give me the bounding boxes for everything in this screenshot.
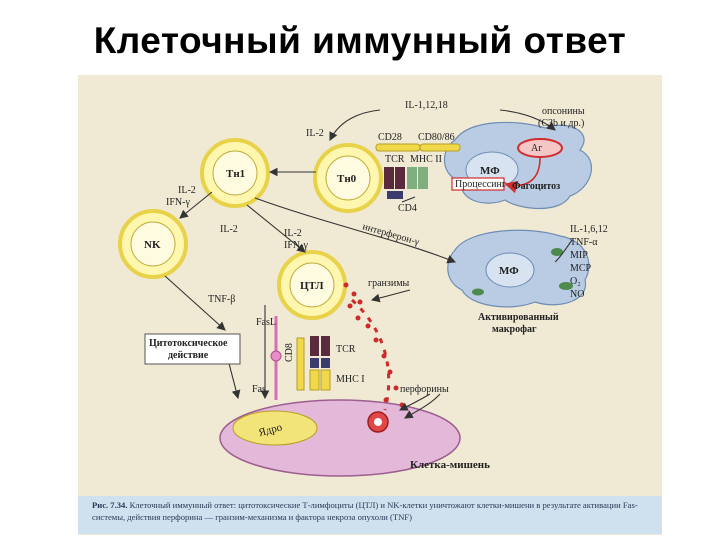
mhc-i-block [320, 369, 331, 391]
ctl-label: ЦТЛ [300, 280, 324, 292]
label-activated-macrophage-2: макрофаг [492, 324, 537, 335]
nk-label: NK [144, 239, 161, 251]
label-mhc-ii: MHC II [410, 154, 442, 165]
cd4-block [387, 191, 403, 199]
slide-title: Клеточный иммунный ответ [93, 20, 627, 61]
label-cytokines-3: MIP [570, 250, 588, 261]
processing-arrow [504, 157, 541, 194]
label-cytotoxic-1: Цитотоксическое [149, 338, 228, 349]
mf-top-label: МФ [480, 165, 500, 177]
label-il2-top: IL-2 [306, 128, 324, 139]
label-cytokines-4: MCP [570, 263, 592, 274]
label-cytotoxic-2: действие [168, 350, 209, 361]
label-tcr-top: TCR [385, 154, 405, 165]
cd8-block [310, 358, 319, 368]
th1-label: Тн1 [226, 168, 245, 180]
label-fas: Fas [252, 384, 266, 395]
granule [559, 282, 573, 290]
label-il2-ctl: IL-2 [284, 228, 302, 239]
label-mhc-i: MHC I [336, 374, 365, 385]
tcr-top-block [384, 167, 394, 189]
label-opsonins: опсонины [542, 106, 585, 117]
tcr-bottom-block [321, 336, 330, 356]
label-il-1-12-18: IL-1,12,18 [405, 100, 448, 111]
caption-label: Рис. 7.34. [92, 500, 128, 510]
label-perforins: перфорины [400, 384, 449, 395]
cytotoxic-box [144, 333, 241, 365]
label-cd80-86: CD80/86 [418, 132, 455, 143]
antigen-vesicle [517, 138, 563, 158]
figure-caption: Рис. 7.34. Клеточный иммунный ответ: цит… [78, 496, 662, 534]
label-cd4: CD4 [398, 203, 417, 214]
label-cytokines-2: TNF-α [570, 237, 598, 248]
granzyme-dots [343, 282, 405, 408]
granule [472, 288, 484, 296]
cd8-block [321, 358, 330, 368]
cd28-block [375, 143, 421, 152]
tcr-bottom-block [310, 336, 319, 356]
mf-bottom-label: МФ [499, 265, 519, 277]
processing-label: Процессинг [455, 179, 506, 190]
nucleus [232, 410, 318, 446]
pathway-arrows [164, 109, 573, 419]
label-cytokines-6: NO [570, 289, 584, 300]
label-cytokines-5: O₂ [570, 276, 581, 287]
label-activated-macrophage-1: Активированный [478, 312, 559, 323]
fasl-ball [270, 350, 282, 362]
label-cd28: CD28 [378, 132, 402, 143]
mhc-ii-block [418, 167, 428, 189]
label-tnf-b: TNF-β [208, 294, 235, 305]
caption-text: Клеточный иммунный ответ: цитотоксически… [92, 500, 638, 522]
label-il2-mid: IL-2 [220, 224, 238, 235]
label-tcr-bottom: TCR [336, 344, 356, 355]
label-interferon: интерферон-γ [361, 221, 421, 248]
tcr-top-block [395, 167, 405, 189]
label-fasl: FasL [256, 317, 276, 328]
granule [551, 248, 563, 256]
label-phagocytosis: Фагоцитоз [512, 181, 560, 192]
antigen-label: Аг [531, 143, 542, 154]
label-cd8: CD8 [284, 343, 295, 362]
label-ifn-left: IFN-γ [166, 197, 190, 208]
granule-stream [350, 298, 391, 411]
mhc-i-block [309, 369, 320, 391]
cd8-bar [296, 337, 305, 391]
label-granzymes: гранзимы [368, 278, 410, 289]
label-il2-left: IL-2 [178, 185, 196, 196]
label-target-cell: Клетка-мишень [410, 459, 490, 471]
mf-bottom-nucleus [485, 252, 535, 288]
label-ifn-ctl: IFN-γ [284, 240, 308, 251]
mhc-ii-block [407, 167, 417, 189]
perforin-pore-center [374, 418, 382, 426]
processing-box [451, 177, 505, 191]
th0-label: Тн0 [337, 173, 357, 185]
label-opsonins-2: (C3b и др.) [538, 118, 584, 129]
label-cytokines-1: IL-1,6,12 [570, 224, 608, 235]
cd80-block [419, 143, 461, 152]
